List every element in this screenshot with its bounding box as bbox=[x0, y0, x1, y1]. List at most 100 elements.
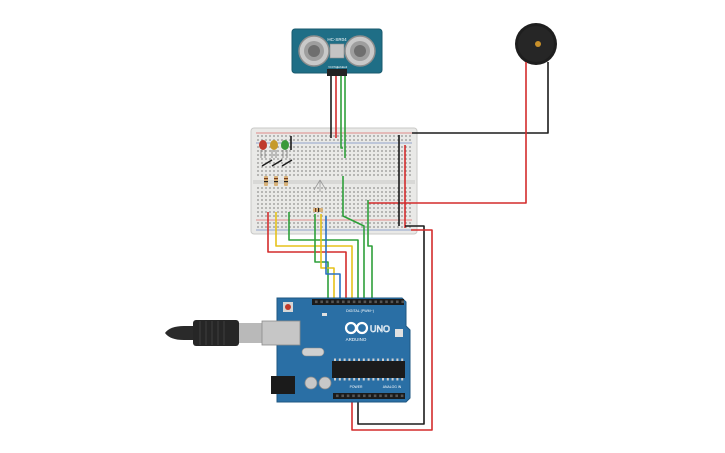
breadboard-hole bbox=[365, 166, 367, 168]
breadboard-hole bbox=[361, 222, 363, 224]
breadboard-hole bbox=[261, 187, 263, 189]
breadboard-hole bbox=[301, 154, 303, 156]
wire-sensor-green-1 bbox=[340, 76, 343, 149]
breadboard-hole bbox=[389, 187, 391, 189]
breadboard-hole bbox=[261, 150, 263, 152]
breadboard-hole bbox=[261, 174, 263, 176]
breadboard-hole bbox=[285, 139, 287, 141]
breadboard-hole bbox=[273, 154, 275, 156]
resistor-icon bbox=[284, 176, 288, 186]
breadboard-hole bbox=[321, 226, 323, 228]
breadboard-hole bbox=[337, 158, 339, 160]
breadboard-hole bbox=[349, 154, 351, 156]
breadboard-hole bbox=[381, 150, 383, 152]
breadboard-hole bbox=[389, 150, 391, 152]
breadboard-hole bbox=[353, 174, 355, 176]
breadboard-hole bbox=[381, 158, 383, 160]
breadboard-hole bbox=[405, 135, 407, 137]
breadboard-hole bbox=[273, 170, 275, 172]
breadboard-hole bbox=[317, 154, 319, 156]
breadboard-hole bbox=[389, 199, 391, 201]
breadboard-hole bbox=[313, 191, 315, 193]
breadboard-hole bbox=[349, 150, 351, 152]
breadboard-hole bbox=[401, 170, 403, 172]
breadboard-hole bbox=[357, 195, 359, 197]
chip-pin bbox=[391, 378, 394, 381]
breadboard-hole bbox=[313, 162, 315, 164]
breadboard-hole bbox=[333, 166, 335, 168]
breadboard-hole bbox=[401, 158, 403, 160]
breadboard-hole bbox=[329, 170, 331, 172]
breadboard-hole bbox=[269, 146, 271, 148]
breadboard-hole bbox=[389, 162, 391, 164]
breadboard-hole bbox=[273, 150, 275, 152]
breadboard-hole bbox=[281, 199, 283, 201]
breadboard-hole bbox=[409, 170, 411, 172]
breadboard-hole bbox=[281, 154, 283, 156]
breadboard-hole bbox=[361, 215, 363, 217]
breadboard-hole bbox=[393, 154, 395, 156]
breadboard-hole bbox=[365, 211, 367, 213]
breadboard-hole bbox=[309, 174, 311, 176]
breadboard-hole bbox=[353, 154, 355, 156]
breadboard-hole bbox=[397, 226, 399, 228]
breadboard-hole bbox=[345, 211, 347, 213]
breadboard-hole bbox=[345, 150, 347, 152]
breadboard-hole bbox=[321, 146, 323, 148]
led-icon bbox=[270, 140, 278, 158]
breadboard-hole bbox=[401, 154, 403, 156]
breadboard-hole bbox=[277, 170, 279, 172]
breadboard-hole bbox=[381, 226, 383, 228]
breadboard-hole bbox=[321, 187, 323, 189]
breadboard-hole bbox=[337, 146, 339, 148]
breadboard-hole bbox=[301, 215, 303, 217]
breadboard-hole bbox=[361, 226, 363, 228]
breadboard-hole bbox=[381, 174, 383, 176]
breadboard-hole bbox=[329, 150, 331, 152]
breadboard-hole bbox=[369, 199, 371, 201]
breadboard-hole bbox=[353, 150, 355, 152]
breadboard-hole bbox=[337, 139, 339, 141]
breadboard-hole bbox=[305, 135, 307, 137]
breadboard-hole bbox=[265, 139, 267, 141]
breadboard-hole bbox=[273, 191, 275, 193]
sensor-pin-label: VCC bbox=[328, 65, 334, 69]
header-pin bbox=[385, 300, 388, 304]
breadboard-hole bbox=[341, 146, 343, 148]
breadboard-hole bbox=[353, 146, 355, 148]
header-pin bbox=[373, 394, 377, 398]
breadboard-hole bbox=[333, 146, 335, 148]
breadboard-hole bbox=[341, 226, 343, 228]
breadboard-hole bbox=[297, 187, 299, 189]
breadboard-hole bbox=[305, 215, 307, 217]
breadboard-hole bbox=[353, 187, 355, 189]
breadboard-hole bbox=[269, 195, 271, 197]
breadboard-hole bbox=[317, 187, 319, 189]
breadboard-hole bbox=[269, 154, 271, 156]
breadboard-hole bbox=[265, 187, 267, 189]
breadboard-hole bbox=[409, 195, 411, 197]
breadboard-hole bbox=[373, 158, 375, 160]
breadboard-hole bbox=[393, 203, 395, 205]
breadboard-hole bbox=[261, 207, 263, 209]
breadboard-hole bbox=[329, 146, 331, 148]
breadboard-hole bbox=[317, 135, 319, 137]
breadboard-hole bbox=[309, 146, 311, 148]
breadboard-hole bbox=[329, 199, 331, 201]
breadboard-hole bbox=[365, 174, 367, 176]
breadboard-hole bbox=[373, 199, 375, 201]
breadboard-hole bbox=[321, 174, 323, 176]
breadboard-hole bbox=[277, 199, 279, 201]
breadboard-hole bbox=[257, 226, 259, 228]
breadboard-hole bbox=[357, 199, 359, 201]
breadboard-hole bbox=[313, 170, 315, 172]
breadboard-hole bbox=[337, 166, 339, 168]
breadboard-hole bbox=[385, 135, 387, 137]
header-pin bbox=[363, 300, 367, 304]
breadboard-hole bbox=[309, 211, 311, 213]
breadboard-hole bbox=[385, 146, 387, 148]
breadboard-hole bbox=[409, 222, 411, 224]
breadboard-hole bbox=[261, 191, 263, 193]
breadboard-hole bbox=[373, 174, 375, 176]
breadboard-hole bbox=[317, 226, 319, 228]
